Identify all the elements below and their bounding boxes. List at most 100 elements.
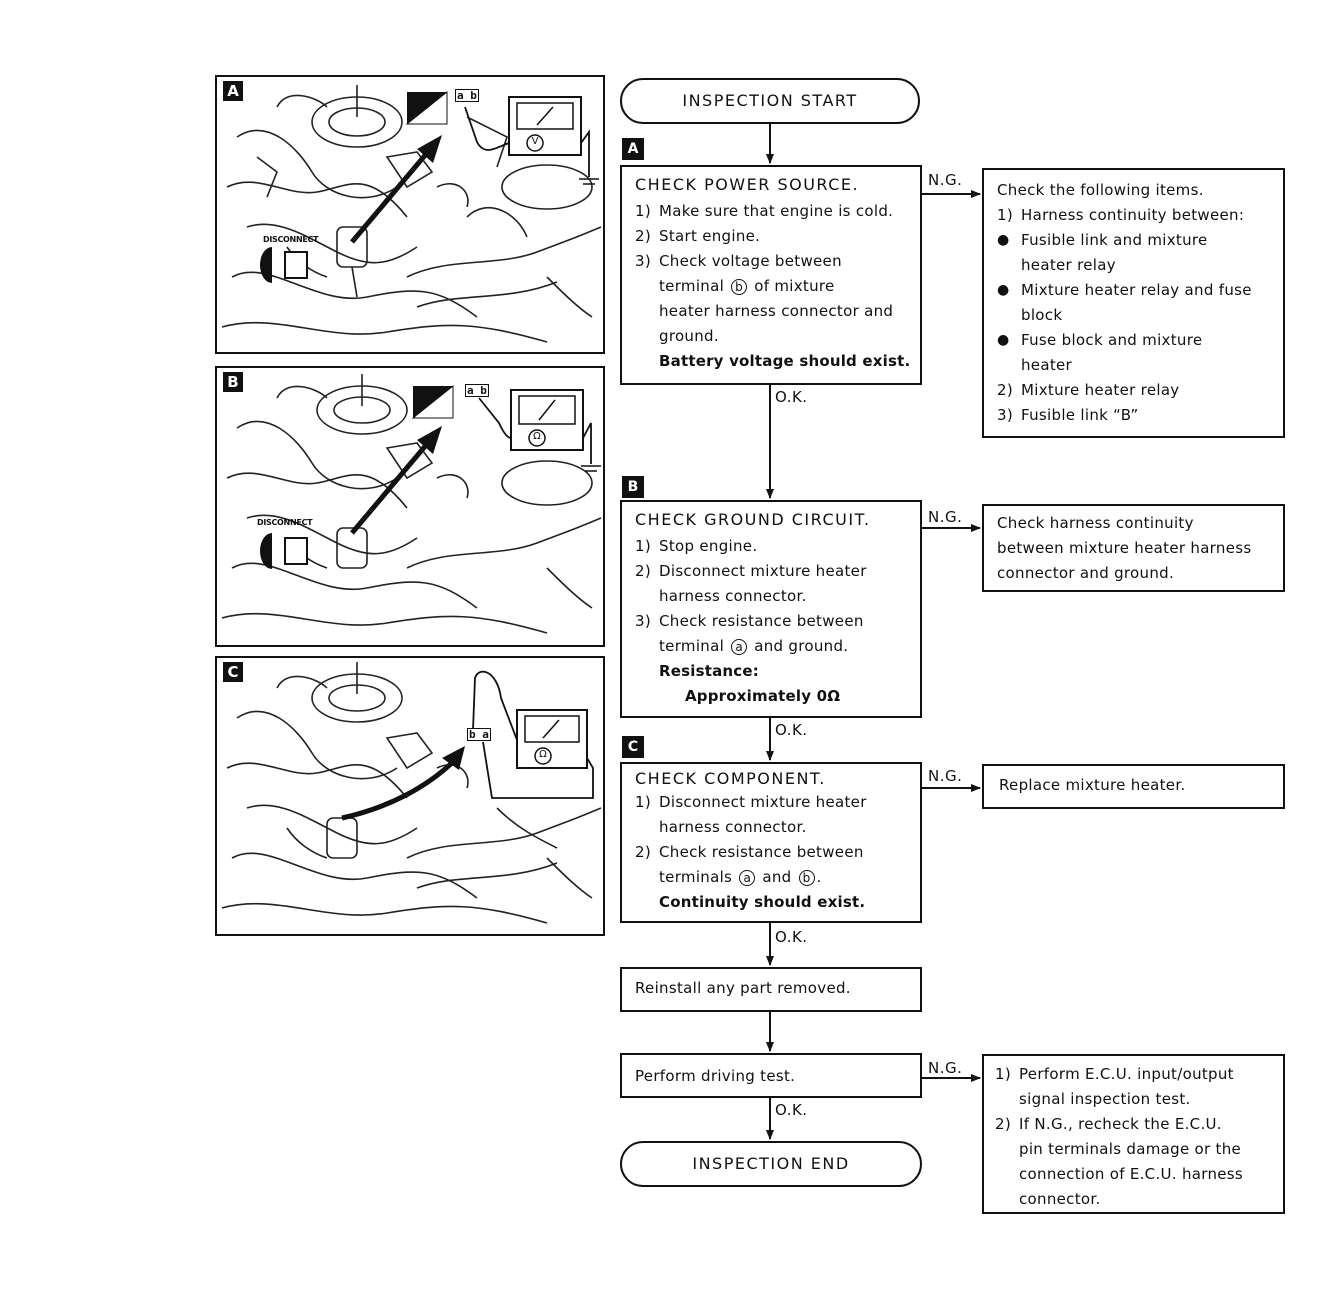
period: . xyxy=(816,868,822,886)
panel-tag: C xyxy=(223,662,243,682)
item-text: Stop engine. xyxy=(659,537,758,555)
step-b-title: CHECK GROUND CIRCUIT. xyxy=(635,510,871,529)
bullet-icon: ● xyxy=(997,332,1010,348)
step-b-item-1: 1) Stop engine. xyxy=(635,534,920,559)
terminals-pre: terminals xyxy=(659,868,733,886)
item-number: 1) xyxy=(995,1065,1011,1083)
ng-label-b: N.G. xyxy=(928,508,963,526)
step-c-title: CHECK COMPONENT. xyxy=(635,769,826,788)
driving-ng-box: 1)Perform E.C.U. input/output signal ins… xyxy=(982,1054,1285,1214)
terminal-a-symbol: a xyxy=(739,869,756,886)
item-text: If N.G., recheck the E.C.U. xyxy=(1019,1115,1222,1133)
step-c-box: CHECK COMPONENT. 1)Disconnect mixture he… xyxy=(620,762,922,923)
terminal-a-symbol: a xyxy=(731,638,748,655)
meter-symbol: Ω xyxy=(539,749,547,760)
step-a-box: CHECK POWER SOURCE. 1) Make sure that eng… xyxy=(620,165,922,385)
step-c-terminals-line: terminals a and b. xyxy=(635,865,920,890)
bullet-icon: ● xyxy=(997,232,1010,248)
step-b-terminal-line: terminal a and ground. xyxy=(635,634,920,659)
terminal-tag: a b xyxy=(465,384,489,397)
item-text: Make sure that engine is cold. xyxy=(659,202,894,220)
item-number: 3) xyxy=(635,612,651,630)
ok-label-a: O.K. xyxy=(775,388,808,406)
inspection-end-label: INSPECTION END xyxy=(692,1154,850,1173)
ng-label-c: N.G. xyxy=(928,767,963,785)
step-c-ng-box: Replace mixture heater. xyxy=(982,764,1285,809)
step-a-item-3: 3) Check voltage between xyxy=(635,249,920,274)
bullet-1-line-1: ●Fusible link and mixture xyxy=(997,228,1283,253)
bullet-3-line-2: heater xyxy=(1021,356,1073,374)
item-number: 1) xyxy=(635,202,651,220)
item-text: Check voltage between xyxy=(659,252,842,270)
step-a-ng-box: Check the following items. 1) Harness con… xyxy=(982,168,1285,438)
terminal-pre: terminal xyxy=(659,277,725,295)
reinstall-box: Reinstall any part removed. xyxy=(620,967,922,1012)
bullet-2-line-1: ●Mixture heater relay and fuse xyxy=(997,278,1283,303)
bullet-icon: ● xyxy=(997,282,1010,298)
item-number: 3) xyxy=(635,252,651,270)
bullet-2-line-2: block xyxy=(1021,306,1063,324)
driving-test-text: Perform driving test. xyxy=(635,1067,796,1085)
terminal-post: of mixture xyxy=(754,277,835,295)
disconnect-label: DISCONNECT xyxy=(263,235,319,244)
ng-line-2: between mixture heater harness xyxy=(997,539,1252,557)
terminal-b-symbol: b xyxy=(798,869,815,886)
ng-item-1: 1) Harness continuity between: xyxy=(997,203,1283,228)
meter-symbol: V xyxy=(531,136,539,147)
step-c-item-1-cont: harness connector. xyxy=(659,818,807,836)
and-text: and xyxy=(762,868,792,886)
driving-ng-item-2-line-3: connection of E.C.U. harness xyxy=(1019,1165,1244,1183)
step-b-item-3: 3) Check resistance between xyxy=(635,609,920,634)
illustration-panel-c: C b a Ω xyxy=(215,656,605,936)
item-text: Disconnect mixture heater xyxy=(659,562,867,580)
step-a-title: CHECK POWER SOURCE. xyxy=(635,175,860,194)
step-tag-a: A xyxy=(622,138,644,160)
step-a-item-2: 2) Start engine. xyxy=(635,224,920,249)
item-text: Start engine. xyxy=(659,227,761,245)
ng-line-1: Check harness continuity xyxy=(997,514,1194,532)
panel-tag: B xyxy=(223,372,243,392)
item-text: Disconnect mixture heater xyxy=(659,793,867,811)
terminal-tag: b a xyxy=(467,728,491,741)
ng-item-2: 2)Mixture heater relay xyxy=(997,378,1283,403)
item-number: 1) xyxy=(635,537,651,555)
item-text: Check resistance between xyxy=(659,843,864,861)
item-number: 1) xyxy=(997,206,1013,224)
item-text: Harness continuity between: xyxy=(1021,206,1245,224)
driving-test-box: Perform driving test. xyxy=(620,1053,922,1098)
step-tag-b: B xyxy=(622,476,644,498)
ok-label-c: O.K. xyxy=(775,928,808,946)
step-b-item-2: 2)Disconnect mixture heater xyxy=(635,559,920,584)
step-b-box: CHECK GROUND CIRCUIT. 1) Stop engine. 2)D… xyxy=(620,500,922,718)
item-text: Check resistance between xyxy=(659,612,864,630)
engine-drawing-b xyxy=(221,374,602,634)
step-a-line-5: heater harness connector and xyxy=(659,302,894,320)
engine-drawing-c xyxy=(221,662,602,924)
item-number: 2) xyxy=(635,227,651,245)
terminal-tag: a b xyxy=(455,89,479,102)
terminal-post: and ground. xyxy=(754,637,849,655)
driving-ng-item-1-cont: signal inspection test. xyxy=(1019,1090,1191,1108)
item-text: Mixture heater relay xyxy=(1021,381,1180,399)
ng-label-a: N.G. xyxy=(928,171,963,189)
reinstall-text: Reinstall any part removed. xyxy=(635,979,851,997)
ng-label-driving: N.G. xyxy=(928,1059,963,1077)
driving-ng-item-2-line-2: pin terminals damage or the xyxy=(1019,1140,1242,1158)
step-c-result: Continuity should exist. xyxy=(659,893,866,911)
bullet-1-line-2: heater relay xyxy=(1021,256,1116,274)
step-a-result: Battery voltage should exist. xyxy=(659,352,911,370)
ng-intro: Check the following items. xyxy=(997,181,1204,199)
step-a-line-6: ground. xyxy=(659,327,719,345)
inspection-start: INSPECTION START xyxy=(620,78,920,124)
ok-label-b: O.K. xyxy=(775,721,808,739)
panel-tag: A xyxy=(223,81,243,101)
bullet-text: Fuse block and mixture xyxy=(1021,331,1203,349)
terminal-pre: terminal xyxy=(659,637,725,655)
driving-ng-item-1: 1)Perform E.C.U. input/output xyxy=(995,1062,1283,1087)
step-b-item-2-cont: harness connector. xyxy=(659,587,807,605)
bullet-3-line-1: ● Fuse block and mixture xyxy=(997,328,1283,353)
step-a-item-1: 1) Make sure that engine is cold. xyxy=(635,199,920,224)
replace-mixture-heater-text: Replace mixture heater. xyxy=(999,776,1186,794)
